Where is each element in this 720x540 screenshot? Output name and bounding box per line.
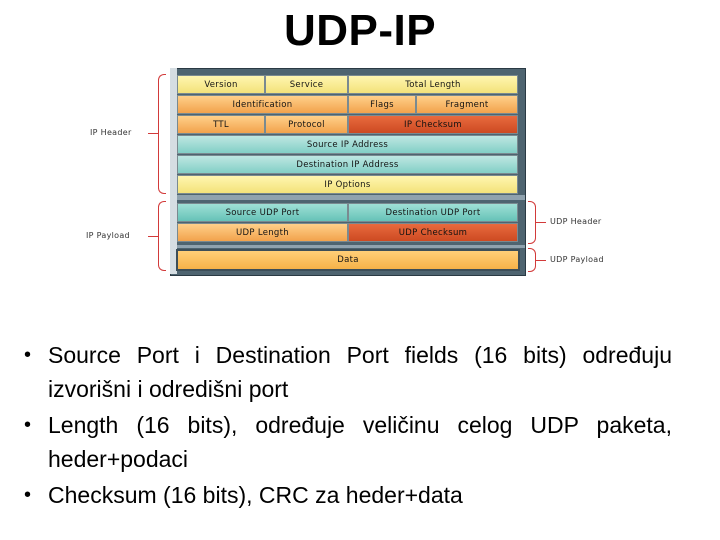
ip-payload-brace-tick bbox=[148, 236, 158, 237]
udp-header-brace-tick bbox=[536, 222, 546, 223]
bullet-item: • Checksum (16 bits), CRC za heder+data bbox=[24, 478, 672, 512]
bullet-list: • Source Port i Destination Port fields … bbox=[24, 338, 672, 514]
label-ip-payload: IP Payload bbox=[86, 231, 130, 240]
udp-payload-brace bbox=[528, 248, 536, 272]
ip-payload-brace bbox=[158, 201, 166, 271]
field-service: Service bbox=[265, 75, 348, 94]
ip-header-brace bbox=[158, 74, 166, 194]
bullet-glyph: • bbox=[24, 484, 32, 506]
bullet-item: • Source Port i Destination Port fields … bbox=[24, 338, 672, 406]
field-protocol: Protocol bbox=[265, 115, 348, 134]
field-source-ip: Source IP Address bbox=[177, 135, 518, 154]
udp-header-brace bbox=[528, 201, 536, 244]
ip-header-brace-tick bbox=[148, 133, 158, 134]
label-ip-header: IP Header bbox=[90, 128, 132, 137]
udp-ip-diagram: Version Service Total Length Identificat… bbox=[86, 68, 604, 276]
bullet-glyph: • bbox=[24, 344, 32, 366]
label-udp-payload: UDP Payload bbox=[550, 255, 604, 264]
field-ip-options: IP Options bbox=[177, 175, 518, 194]
bullet-glyph: • bbox=[24, 414, 32, 436]
field-fragment: Fragment bbox=[416, 95, 518, 114]
header-separator bbox=[170, 195, 525, 200]
field-destination-udp-port: Destination UDP Port bbox=[348, 203, 518, 222]
frame-edge bbox=[170, 68, 177, 274]
field-source-udp-port: Source UDP Port bbox=[177, 203, 348, 222]
field-destination-ip: Destination IP Address bbox=[177, 155, 518, 174]
bullet-text: Source Port i Destination Port fields (1… bbox=[48, 342, 672, 402]
label-udp-header: UDP Header bbox=[550, 217, 602, 226]
payload-separator bbox=[170, 245, 525, 248]
field-total-length: Total Length bbox=[348, 75, 518, 94]
field-udp-checksum: UDP Checksum bbox=[348, 223, 518, 242]
slide-title: UDP-IP bbox=[283, 6, 437, 55]
bullet-text: Length (16 bits), određuje veličinu celo… bbox=[48, 412, 672, 472]
bullet-text: Checksum (16 bits), CRC za heder+data bbox=[48, 482, 463, 508]
udp-payload-brace-tick bbox=[536, 260, 546, 261]
field-identification: Identification bbox=[177, 95, 348, 114]
field-data: Data bbox=[176, 249, 520, 271]
bullet-item: • Length (16 bits), određuje veličinu ce… bbox=[24, 408, 672, 476]
field-udp-length: UDP Length bbox=[177, 223, 348, 242]
field-version: Version bbox=[177, 75, 265, 94]
field-flags: Flags bbox=[348, 95, 416, 114]
field-ttl: TTL bbox=[177, 115, 265, 134]
field-ip-checksum: IP Checksum bbox=[348, 115, 518, 134]
